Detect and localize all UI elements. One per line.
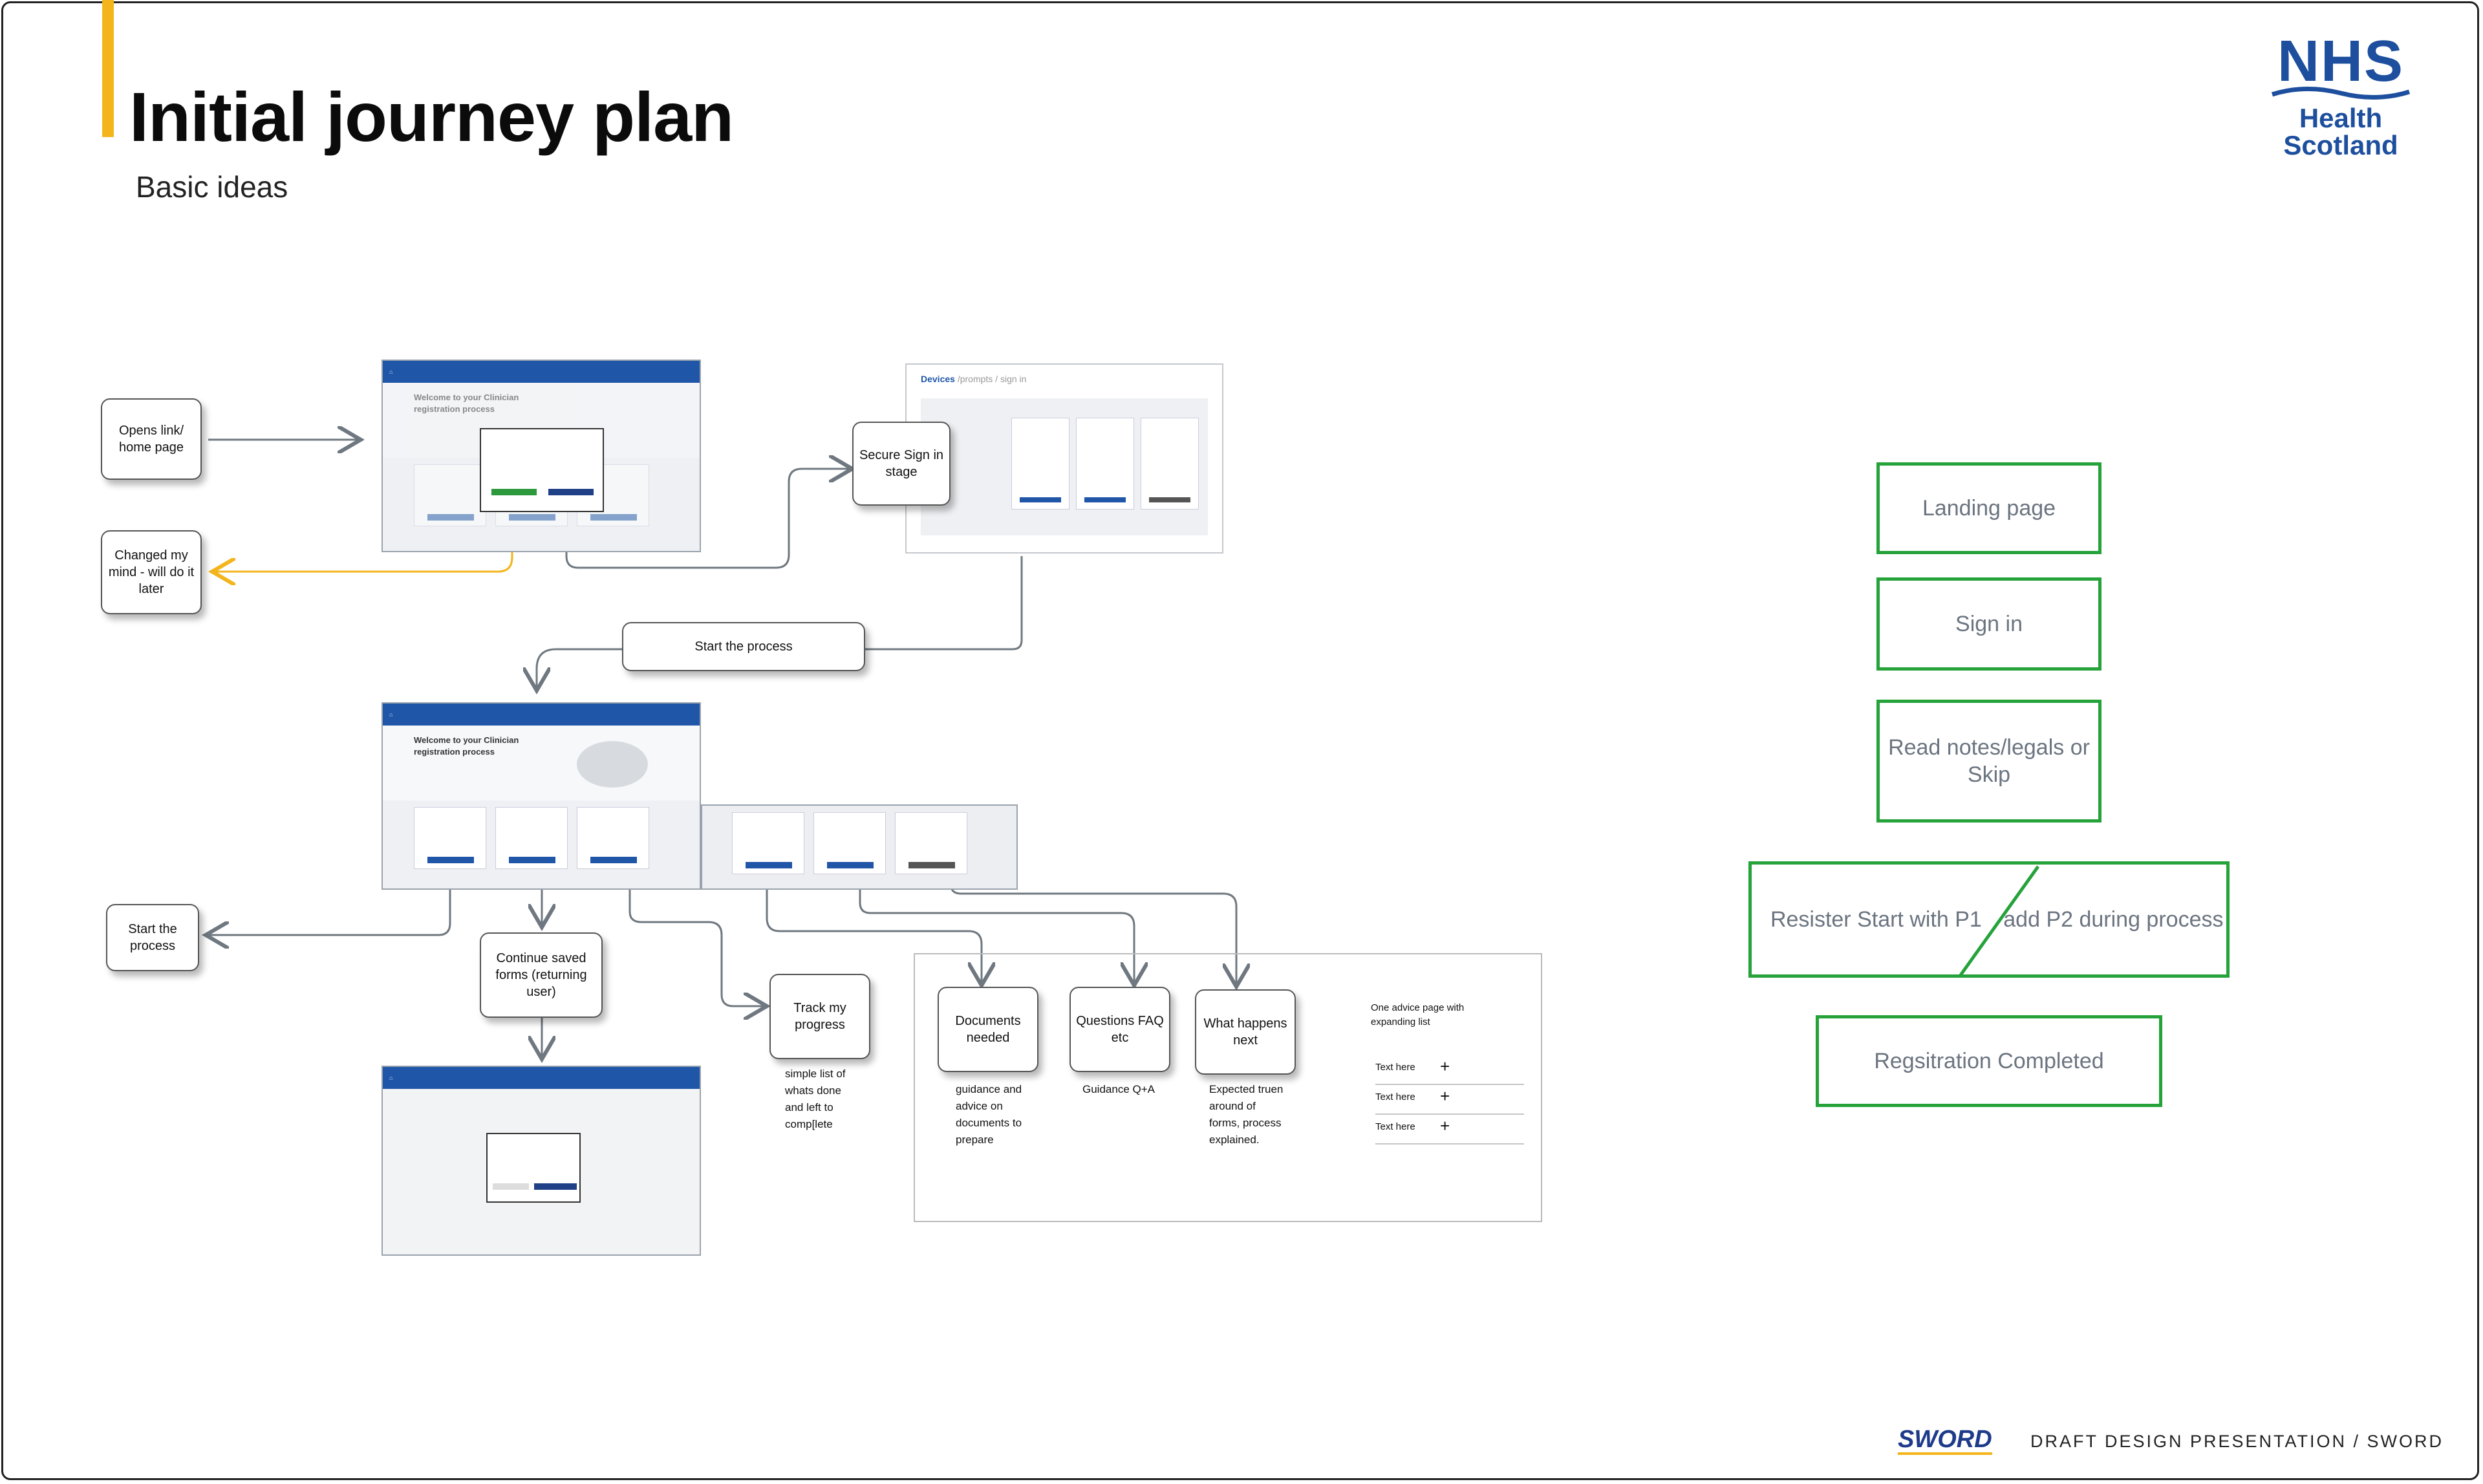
landing-page-screen: ⌂ Welcome to your Clinician registration… xyxy=(382,360,701,552)
resume-next-button[interactable] xyxy=(534,1183,577,1190)
footer-text: DRAFT DESIGN PRESENTATION / SWORD xyxy=(2030,1432,2444,1451)
accent-bar xyxy=(102,0,114,137)
stage-sign-in: Sign in xyxy=(1876,577,2101,671)
devices-label: Devices xyxy=(921,374,955,384)
app-header-bar-3: ⌂ xyxy=(383,1067,700,1089)
dialog-later-button[interactable] xyxy=(491,489,537,495)
track-progress-note: Track my progress xyxy=(769,974,870,1059)
track-progress-caption: simple list of whats done and left to co… xyxy=(785,1068,846,1130)
dialog-login-button[interactable] xyxy=(548,489,594,495)
expand-plus-icon[interactable]: + xyxy=(1440,1057,1450,1076)
page-title: Initial journey plan xyxy=(129,78,734,156)
sign-in-dialog xyxy=(480,428,604,512)
devices-breadcrumb: Devices /prompts / sign in xyxy=(921,374,1026,384)
questions-note: Questions FAQ etc xyxy=(1070,987,1170,1072)
advice-page-panel: One advice page with expanding list Text… xyxy=(914,953,1542,1222)
what-next-note: What happens next xyxy=(1195,989,1296,1075)
nhs-logo-health: Health xyxy=(2299,103,2383,133)
devices-screen: Devices /prompts / sign in xyxy=(905,363,1223,554)
app-header-bar: ⌂ xyxy=(383,361,700,383)
track-progress-card[interactable] xyxy=(577,807,649,869)
stage-register-p2: add P2 during process xyxy=(2003,907,2224,932)
continue-saved-note: Continue saved forms (returning user) xyxy=(480,932,603,1018)
documents-caption: guidance and advice on documents to prep… xyxy=(956,1083,1022,1146)
continue-application-card[interactable] xyxy=(495,807,568,869)
welcome-hero-2: Welcome to your Clinician registration p… xyxy=(383,726,700,801)
advice-row[interactable]: Text here + xyxy=(1375,1084,1524,1115)
advice-row-label: Text here xyxy=(1375,1062,1415,1073)
sword-logo-underline xyxy=(1898,1452,1992,1455)
stage-landing-page: Landing page xyxy=(1876,462,2101,554)
documents-card[interactable] xyxy=(732,812,804,874)
changed-mind-note: Changed my mind - will do it later xyxy=(101,530,202,614)
what-next-caption: Expected truen around of forms, process … xyxy=(1209,1083,1284,1146)
stage-register: Resister Start with P1 add P2 during pro… xyxy=(1748,861,2230,978)
resume-back-button[interactable] xyxy=(493,1183,529,1190)
opens-link-note: Opens link/ home page xyxy=(101,398,202,480)
advice-row[interactable]: Text here + xyxy=(1375,1054,1524,1085)
expand-plus-icon[interactable]: + xyxy=(1440,1116,1450,1135)
welcome-heading: Welcome to your Clinician registration p… xyxy=(414,393,519,414)
welcome-heading-2: Welcome to your Clinician registration p… xyxy=(414,735,519,757)
start-card xyxy=(414,464,486,526)
devices-path: /prompts / sign in xyxy=(957,374,1027,384)
resume-dialog xyxy=(486,1133,581,1203)
home-page-screen: ⌂ Welcome to your Clinician registration… xyxy=(382,702,701,890)
advice-carousel xyxy=(701,804,1018,890)
advice-row-label: Text here xyxy=(1375,1121,1415,1132)
nhs-logo: NHS Health Scotland xyxy=(2263,32,2418,159)
nhs-logo-scotland: Scotland xyxy=(2283,130,2398,160)
app-header-bar-2: ⌂ xyxy=(383,704,700,726)
nhs-wave-icon xyxy=(2271,86,2411,100)
advice-row-label: Text here xyxy=(1375,1091,1415,1102)
saved-forms-screen: ⌂ xyxy=(382,1066,701,1256)
start-process-left-note: Start the process xyxy=(106,904,199,971)
expand-plus-icon[interactable]: + xyxy=(1440,1086,1450,1106)
start-process-card[interactable] xyxy=(414,807,486,869)
faq-card[interactable] xyxy=(813,812,886,874)
cloud-illustration xyxy=(577,741,648,788)
what-next-card[interactable] xyxy=(895,812,967,874)
nhs-logo-mark: NHS xyxy=(2277,29,2405,94)
secure-sign-in-note: Secure Sign in stage xyxy=(852,422,951,506)
devices-panel xyxy=(921,398,1208,535)
questions-caption: Guidance Q+A xyxy=(1082,1083,1155,1095)
documents-needed-note: Documents needed xyxy=(938,987,1038,1072)
stage-register-p1: Resister Start with P1 xyxy=(1770,907,1982,932)
advice-row[interactable]: Text here + xyxy=(1375,1113,1524,1145)
stage-registration-completed: Regsitration Completed xyxy=(1816,1015,2162,1107)
advice-heading: One advice page with expanding list xyxy=(1371,1002,1465,1027)
start-process-note: Start the process xyxy=(622,622,865,671)
sword-logo: SWORD xyxy=(1898,1426,1992,1453)
page-subtitle: Basic ideas xyxy=(136,170,288,204)
stage-read-notes: Read notes/legals or Skip xyxy=(1876,700,2101,823)
